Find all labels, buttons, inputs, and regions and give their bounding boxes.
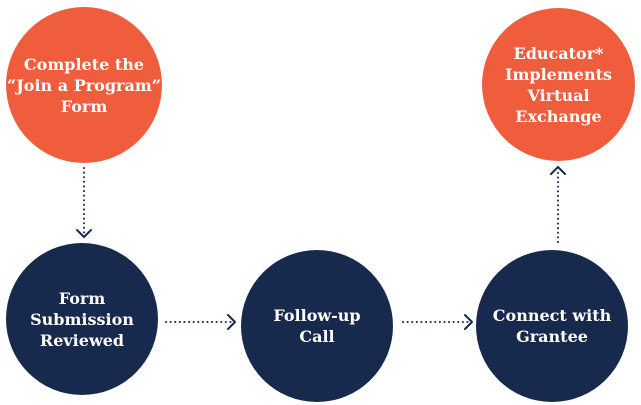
arrowhead-followup-to-connect xyxy=(464,314,473,330)
node-complete-form-label: Complete the “Join a Program” Form xyxy=(7,54,161,116)
arrowhead-reviewed-to-followup xyxy=(227,314,236,330)
node-educator-implements-label: Educator* Implements Virtual Exchange xyxy=(505,43,612,126)
node-form-reviewed-label: Form Submission Reviewed xyxy=(30,288,134,350)
node-complete-form: Complete the “Join a Program” Form xyxy=(6,7,162,163)
node-follow-up-call-label: Follow-up Call xyxy=(273,306,361,346)
arrowhead-connect-to-educator xyxy=(550,166,566,175)
arrowhead-complete-to-reviewed xyxy=(76,229,92,238)
node-follow-up-call: Follow-up Call xyxy=(241,250,393,402)
node-educator-implements: Educator* Implements Virtual Exchange xyxy=(482,8,635,161)
node-form-reviewed: Form Submission Reviewed xyxy=(6,243,158,395)
node-connect-grantee: Connect with Grantee xyxy=(476,250,628,402)
node-connect-grantee-label: Connect with Grantee xyxy=(492,306,612,346)
